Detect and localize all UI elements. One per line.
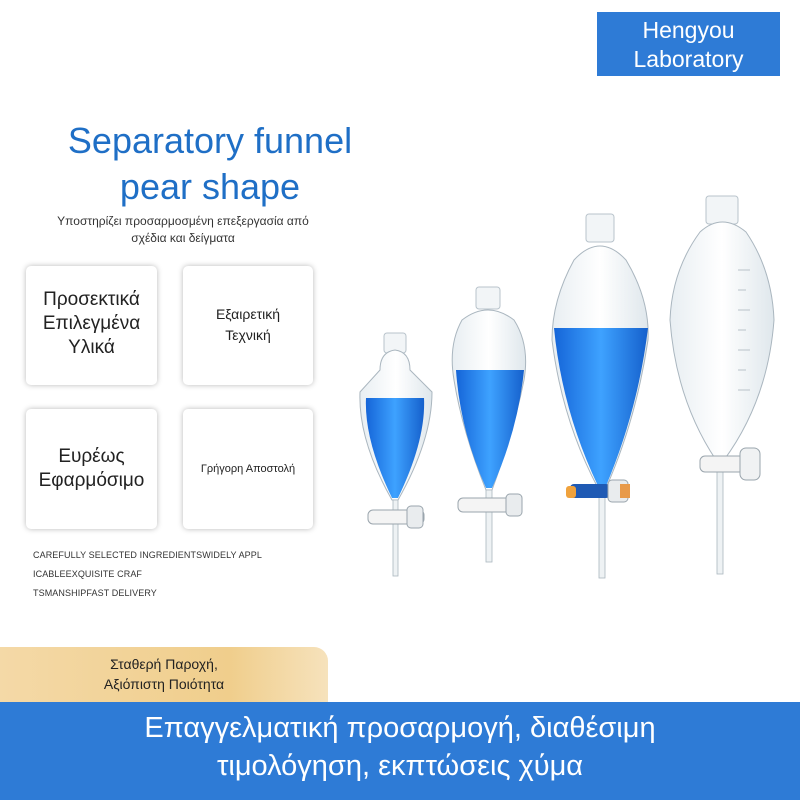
subtitle-line-1: Υποστηρίζει προσαρμοσμένη επεξεργασία απ…	[57, 214, 309, 228]
banner-line-2: τιμολόγηση, εκπτώσεις χύμα	[216, 750, 584, 782]
promo-label: Σταθερή Παροχή, Αξιόπιστη Ποιότητα	[0, 647, 328, 705]
english-line: ICABLEEXQUISITE CRAF	[33, 569, 143, 579]
title-line-1: Separatory funnel	[67, 120, 353, 161]
brand-line-2: Laboratory	[633, 46, 744, 72]
title-line-2: pear shape	[119, 166, 301, 207]
funnels-illustration	[359, 195, 775, 579]
feature-text: Προσεκτικά	[43, 289, 140, 310]
medium-funnel	[451, 286, 527, 563]
promo-line-2: Αξιόπιστη Ποιότητα	[103, 676, 225, 692]
feature-card-materials: Προσεκτικά Επιλεγμένα Υλικά	[26, 266, 157, 385]
english-features-text: CAREFULLY SELECTED INGREDIENTSWIDELY APP…	[33, 546, 293, 603]
feature-card-craftsmanship: Εξαιρετική Τεχνική	[183, 266, 313, 385]
small-funnel	[359, 332, 433, 577]
large-funnel	[551, 213, 649, 579]
feature-text: Εφαρμόσιμο	[38, 470, 145, 491]
feature-text: Εξαιρετική	[215, 306, 281, 322]
bottom-banner: Επαγγελματική προσαρμογή, διαθέσιμη τιμο…	[0, 702, 800, 800]
feature-text: Τεχνική	[225, 327, 271, 343]
promo-line-1: Σταθερή Παροχή,	[110, 656, 218, 672]
feature-card-delivery: Γρήγορη Αποστολή	[183, 409, 313, 529]
brand-label: Hengyou Laboratory	[597, 12, 780, 76]
english-line: TSMANSHIPFAST DELIVERY	[33, 588, 157, 598]
product-title: Separatory funnel pear shape	[30, 118, 390, 210]
feature-card-applicable: Ευρέως Εφαρμόσιμο	[26, 409, 157, 529]
english-line: CAREFULLY SELECTED INGREDIENTSWIDELY APP…	[33, 550, 262, 560]
banner-line-1: Επαγγελματική προσαρμογή, διαθέσιμη	[144, 712, 656, 744]
subtitle-line-2: σχέδια και δείγματα	[131, 231, 235, 245]
xl-funnel	[669, 195, 775, 575]
feature-text: Υλικά	[68, 337, 115, 358]
feature-text: Επιλεγμένα	[42, 313, 141, 334]
product-subtitle: Υποστηρίζει προσαρμοσμένη επεξεργασία απ…	[28, 213, 338, 247]
brand-line-1: Hengyou	[642, 17, 735, 43]
feature-text: Ευρέως	[58, 446, 125, 467]
feature-text: Γρήγορη Αποστολή	[200, 463, 296, 475]
